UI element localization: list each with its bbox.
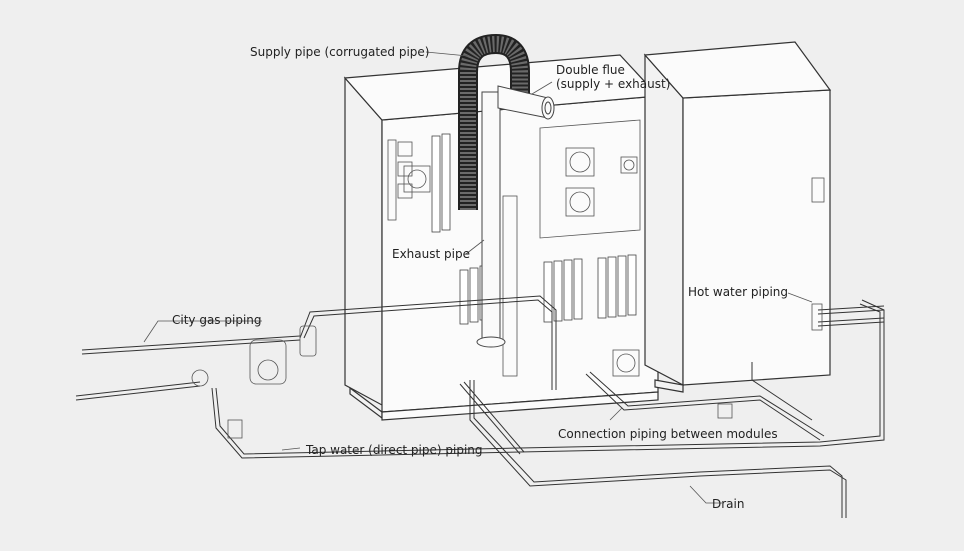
- left-module: [343, 54, 660, 421]
- label-hot-water-piping: Hot water piping: [688, 285, 788, 299]
- leader-hot-water: [787, 292, 813, 303]
- fan-bottom: [612, 349, 640, 377]
- label-drain: Drain: [712, 497, 744, 511]
- leader-tap-water: [281, 447, 301, 451]
- leader-supply-pipe: [425, 51, 469, 57]
- fan-small: [620, 156, 638, 174]
- exhaust-pipe: [476, 91, 506, 348]
- leader-exhaust-pipe: [465, 239, 485, 255]
- label-exhaust-pipe: Exhaust pipe: [392, 247, 470, 261]
- label-supply-pipe: Supply pipe (corrugated pipe): [250, 45, 429, 59]
- leader-double-flue: [531, 81, 553, 95]
- fan-middle: [565, 187, 595, 217]
- city-gas-pipe: [81, 295, 557, 390]
- label-double-flue-1: Double flue: [556, 63, 625, 77]
- leader-drain: [689, 485, 722, 504]
- corrugated-supply-pipe: [458, 33, 530, 210]
- right-module: [643, 41, 832, 393]
- hot-water-pipe: [811, 303, 885, 331]
- right-vents: [543, 254, 637, 323]
- drain-pipe: [469, 380, 847, 518]
- leader-city-gas: [143, 320, 262, 343]
- label-tap-water-piping: Tap water (direct pipe) piping: [305, 443, 483, 457]
- leader-connection: [609, 407, 623, 421]
- fan-top: [565, 147, 595, 177]
- label-city-gas-piping: City gas piping: [172, 313, 262, 327]
- left-vents-upper: [431, 133, 451, 233]
- tap-water-pipe: [75, 299, 885, 459]
- label-double-flue-2: (supply + exhaust): [556, 77, 670, 91]
- double-flue: [497, 85, 555, 120]
- connection-piping: [459, 362, 825, 455]
- label-connection-piping: Connection piping between modules: [558, 427, 778, 441]
